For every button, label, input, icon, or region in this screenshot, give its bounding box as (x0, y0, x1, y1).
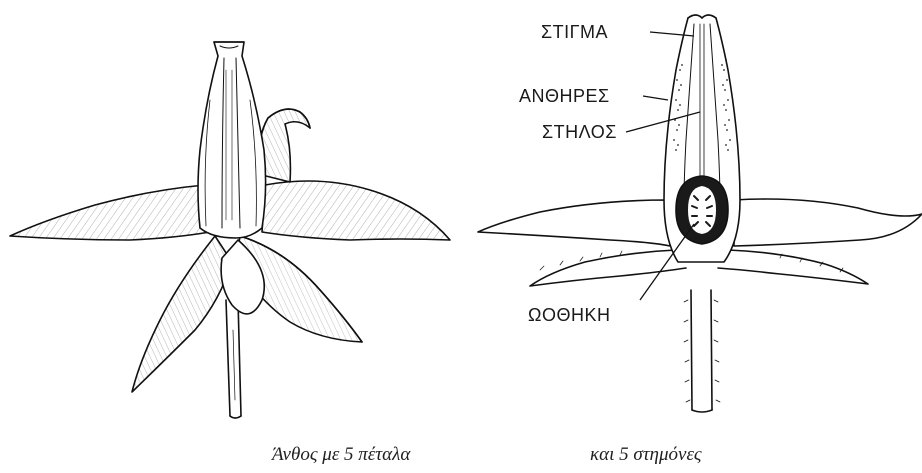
section-right-petal (718, 199, 922, 284)
label-stigma: ΣΤΙΓΜΑ (541, 22, 608, 43)
section-ovary (676, 176, 728, 244)
left-petal (10, 185, 210, 240)
whole-flower-illustration (10, 42, 450, 418)
lower-left-petal (132, 236, 232, 392)
section-stem (684, 290, 720, 412)
back-petal (260, 109, 310, 182)
label-ovary: ΩΟΘΗΚΗ (528, 305, 610, 326)
flower-cross-section (478, 15, 922, 412)
section-left-petal (478, 200, 686, 286)
label-style: ΣΤΗΛΟΣ (542, 122, 617, 143)
caption-right: και 5 στημόνες (590, 444, 702, 466)
flower-stem (226, 300, 241, 418)
anthers-leader (643, 96, 668, 100)
stamen-cone (198, 42, 266, 238)
label-anthers: ΑΝΘΗΡΕΣ (519, 86, 610, 107)
caption-left: Άνθος με 5 πέταλα (272, 444, 410, 466)
right-petal (262, 181, 450, 240)
